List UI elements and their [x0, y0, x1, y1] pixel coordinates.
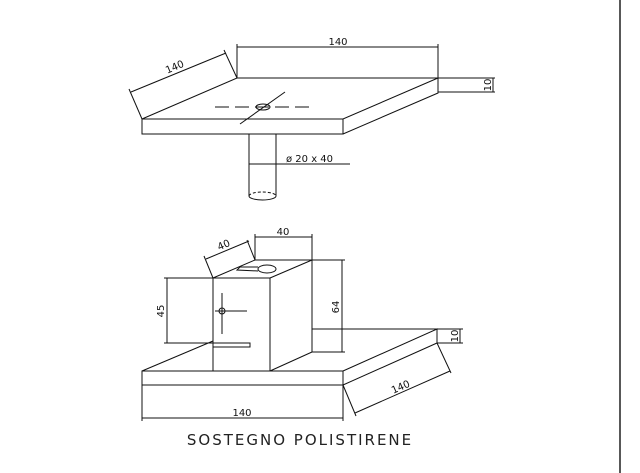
slot — [213, 342, 251, 348]
plate-front-face — [141, 118, 344, 135]
dim-block-width-label: 40 — [277, 227, 290, 238]
dim-slot-height-label: 45 — [156, 305, 167, 318]
drawing-title: SOSTEGNO POLISTIRENE — [187, 431, 413, 449]
block-front-face — [212, 277, 271, 372]
dim-pin-label: ø 20 x 40 — [286, 154, 333, 165]
block-top-face — [212, 259, 313, 279]
dim-depth-label: 140 — [390, 379, 412, 397]
block-hole — [257, 264, 277, 274]
base-block-assembly: 40 40 45 64 10 140 140 — [141, 227, 463, 421]
center-line-diagonal — [239, 91, 286, 125]
dim-line-depth — [130, 52, 227, 93]
dim-width-label: 140 — [328, 37, 347, 48]
pin-bottom — [248, 195, 277, 201]
dim-thickness-label: 10 — [483, 79, 494, 92]
plate-top-face — [141, 77, 439, 120]
hole — [255, 103, 271, 111]
center-mark — [218, 307, 226, 315]
dim-block-depth-label: 40 — [216, 238, 232, 253]
dim-width-label: 140 — [232, 408, 251, 419]
top-plate-assembly: 140 140 10 ø 20 x 40 — [128, 37, 495, 201]
dim-thickness-label: 10 — [450, 330, 461, 343]
plate-side-face — [342, 78, 439, 135]
pin-bottom-hidden — [248, 191, 277, 197]
dim-block-height-label: 64 — [331, 301, 342, 314]
base-front-face — [141, 370, 344, 386]
base-side-face — [342, 328, 438, 386]
